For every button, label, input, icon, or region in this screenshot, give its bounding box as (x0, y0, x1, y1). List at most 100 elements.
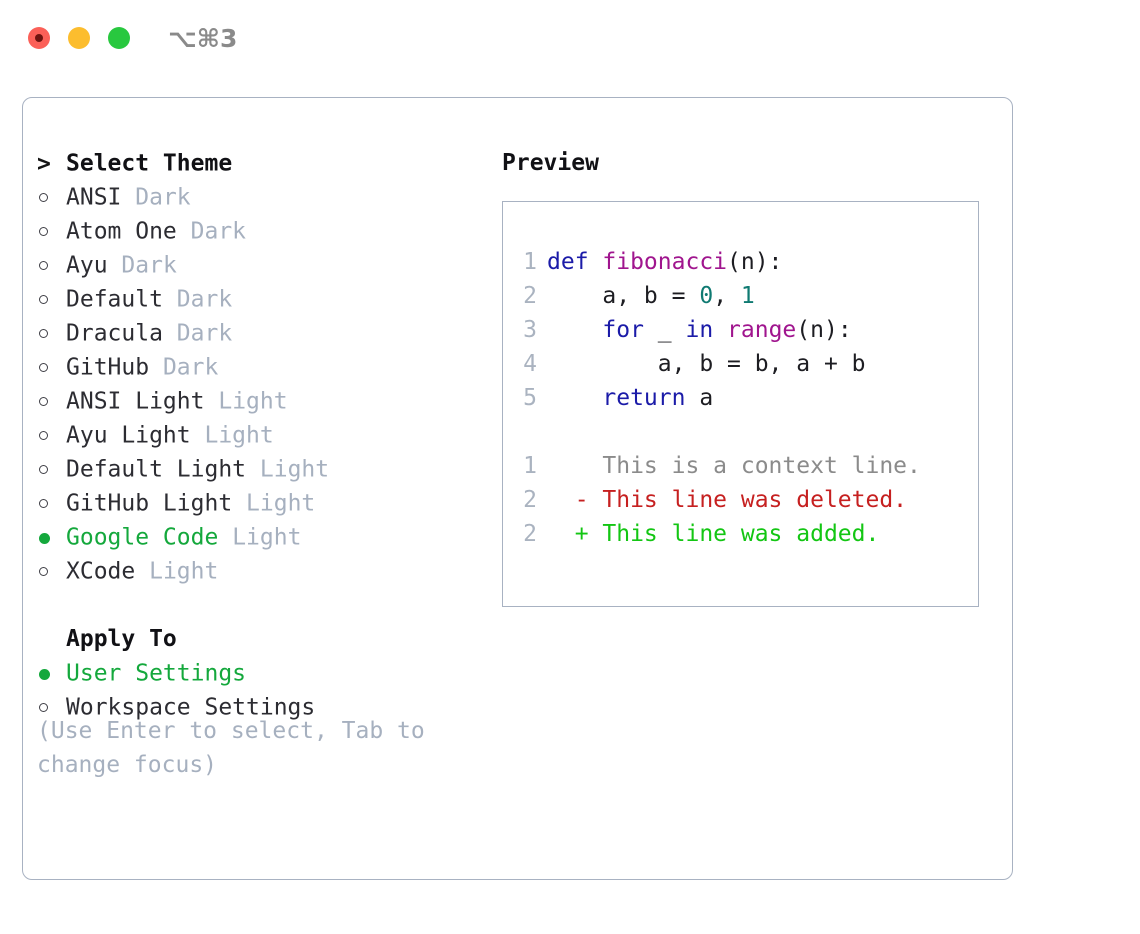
radio-unselected-icon[interactable] (37, 691, 66, 725)
theme-suffix: Light (232, 524, 302, 551)
theme-suffix: Light (246, 490, 316, 517)
code-token (547, 385, 602, 411)
theme-option-default-light[interactable]: Default Light Light (37, 452, 497, 486)
diff-marker: - (547, 487, 589, 513)
theme-suffix: Dark (190, 218, 247, 245)
code-token: range (727, 317, 797, 343)
theme-suffix: Dark (135, 184, 191, 211)
diff-text: This line was added. (588, 521, 880, 547)
theme-option-github-light[interactable]: GitHub Light Light (37, 486, 497, 520)
theme-suffix: Dark (162, 354, 219, 381)
theme-option-xcode[interactable]: XCode Light (37, 554, 497, 588)
radio-unselected-icon[interactable] (37, 249, 66, 283)
content-panel: > Select Theme ANSI Dark Atom One Dark Ay… (22, 97, 1013, 880)
code-token (713, 317, 727, 343)
theme-option-ayu[interactable]: Ayu Dark (37, 248, 497, 282)
radio-unselected-icon[interactable] (37, 317, 66, 351)
theme-label: Default (66, 286, 163, 313)
caret-icon: > (37, 150, 51, 177)
theme-label: ANSI (66, 184, 122, 211)
theme-suffix: Light (259, 456, 330, 483)
close-window-button[interactable] (28, 27, 50, 49)
code-line-number: 1 (523, 249, 537, 275)
apply-to-label: User Settings (66, 660, 247, 687)
radio-unselected-icon[interactable] (37, 385, 66, 419)
code-line-number: 2 (523, 283, 537, 309)
preview-title: Preview (502, 150, 599, 176)
radio-selected-icon[interactable] (37, 657, 66, 691)
code-token: def (547, 249, 603, 275)
title-bar: ⌥⌘3 (0, 0, 1140, 78)
theme-label: GitHub Light (66, 490, 233, 517)
code-token: fibonacci (602, 249, 728, 275)
theme-option-ansi[interactable]: ANSI Dark (37, 180, 497, 214)
minimize-window-button[interactable] (68, 27, 90, 49)
radio-unselected-icon[interactable] (37, 181, 66, 215)
diff-marker: + (547, 521, 589, 547)
diff-marker (547, 453, 589, 479)
select-theme-heading: > Select Theme (37, 146, 497, 180)
select-theme-label: Select Theme (66, 150, 233, 177)
theme-option-ansi-light[interactable]: ANSI Light Light (37, 384, 497, 418)
theme-option-github[interactable]: GitHub Dark (37, 350, 497, 384)
theme-label: ANSI Light (66, 388, 205, 415)
window-title: ⌥⌘3 (168, 24, 238, 53)
code-line: 4 a, b = b, a + b (511, 347, 921, 381)
theme-option-atom-one[interactable]: Atom One Dark (37, 214, 497, 248)
code-token: _ (643, 317, 686, 343)
code-token (547, 317, 602, 343)
theme-selector-column: > Select Theme ANSI Dark Atom One Dark Ay… (37, 146, 497, 724)
code-line-number: 5 (523, 385, 537, 411)
radio-selected-icon[interactable] (37, 521, 66, 555)
theme-option-default[interactable]: Default Dark (37, 282, 497, 316)
code-token: for (602, 317, 644, 343)
maximize-window-button[interactable] (108, 27, 130, 49)
theme-suffix: Light (218, 388, 288, 415)
code-line: 2 a, b = 0, 1 (511, 279, 921, 313)
theme-label: Google Code (66, 524, 219, 551)
code-line: 1 def fibonacci(n): (511, 245, 921, 279)
code-line-number: 4 (523, 351, 537, 377)
theme-option-google-code[interactable]: Google Code Light (37, 520, 497, 554)
apply-to-label: Workspace Settings (66, 694, 316, 721)
code-line: 5 return a (511, 381, 921, 415)
code-token: (n): (727, 249, 783, 275)
code-diff-separator (511, 415, 921, 449)
radio-unselected-icon[interactable] (37, 555, 66, 589)
theme-option-ayu-light[interactable]: Ayu Light Light (37, 418, 497, 452)
radio-unselected-icon[interactable] (37, 487, 66, 521)
code-token: , (713, 283, 741, 309)
radio-unselected-icon[interactable] (37, 453, 66, 487)
code-token: return (602, 385, 686, 411)
apply-to-option-user-settings[interactable]: User Settings (37, 656, 497, 690)
theme-label: Dracula (66, 320, 163, 347)
theme-label: XCode (66, 558, 136, 585)
theme-suffix: Dark (176, 320, 233, 347)
code-token: 0 (699, 283, 714, 309)
code-token: 1 (740, 283, 755, 309)
diff-text: This is a context line. (588, 453, 921, 479)
code-line: 3 for _ in range(n): (511, 313, 921, 347)
diff-line: 1 This is a context line. (511, 449, 921, 483)
heading-caret-col: > (37, 147, 66, 181)
keyboard-hint-text: (Use Enter to select, Tab to change focu… (37, 718, 425, 778)
radio-unselected-icon[interactable] (37, 419, 66, 453)
theme-suffix: Light (204, 422, 274, 449)
theme-suffix: Dark (121, 252, 177, 279)
code-line-number: 1 (523, 453, 537, 479)
theme-label: Ayu Light (66, 422, 191, 449)
apply-to-option-workspace-settings[interactable]: Workspace Settings (37, 690, 497, 724)
radio-unselected-icon[interactable] (37, 351, 66, 385)
radio-unselected-icon[interactable] (37, 215, 66, 249)
code-line-number: 3 (523, 317, 537, 343)
code-token: (n): (796, 317, 852, 343)
radio-unselected-icon[interactable] (37, 283, 66, 317)
code-token: a, b = (547, 283, 700, 309)
theme-option-dracula[interactable]: Dracula Dark (37, 316, 497, 350)
code-token: a (685, 385, 714, 411)
theme-label: Atom One (66, 218, 177, 245)
theme-suffix: Dark (176, 286, 233, 313)
